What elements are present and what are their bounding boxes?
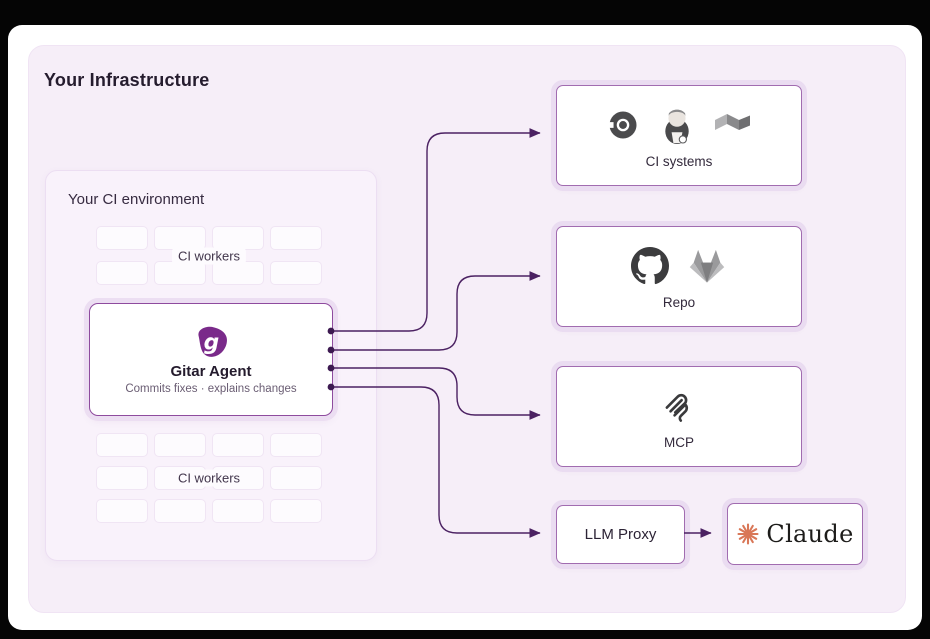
ci-worker-cell xyxy=(270,433,322,457)
svg-text:g: g xyxy=(204,331,220,356)
ci-workers-label: CI workers xyxy=(171,247,247,264)
ci-worker-cell xyxy=(270,499,322,523)
mcp-label: MCP xyxy=(664,434,694,450)
llm-proxy-node: LLM Proxy xyxy=(556,505,685,564)
ci-worker-cell xyxy=(270,466,322,490)
jenkins-icon xyxy=(665,109,689,144)
repo-icon-row xyxy=(631,244,727,288)
ci-worker-cell xyxy=(96,261,148,285)
claude-starburst-icon xyxy=(737,523,759,545)
ci-worker-cell xyxy=(212,433,264,457)
ci-worker-cell xyxy=(270,226,322,250)
ci-worker-cell xyxy=(212,499,264,523)
github-icon xyxy=(631,246,669,284)
mcp-node: MCP xyxy=(556,366,802,467)
ci-workers-label: CI workers xyxy=(171,469,247,487)
ci-worker-cell xyxy=(212,226,264,250)
ci-worker-cell xyxy=(154,433,206,457)
ci-systems-node: CI systems xyxy=(556,85,802,186)
gitar-agent-name: Gitar Agent xyxy=(170,363,252,380)
circleci-icon xyxy=(605,111,637,138)
gitar-agent-description: Commits fixes · explains changes xyxy=(125,383,297,395)
ci-systems-label: CI systems xyxy=(645,153,713,169)
ci-worker-cell xyxy=(270,261,322,285)
ci-worker-cell xyxy=(96,499,148,523)
gitar-logo-icon: g xyxy=(198,326,228,357)
gitar-agent-card: g Gitar Agent Commits fixes · explains c… xyxy=(89,303,333,416)
claude-label: Claude xyxy=(766,520,854,548)
repo-node: Repo xyxy=(556,226,802,327)
ci-worker-cell xyxy=(96,466,148,490)
repo-label: Repo xyxy=(662,294,696,310)
ci-environment-title: Your CI environment xyxy=(68,191,205,208)
llm-proxy-label: LLM Proxy xyxy=(584,526,657,543)
mcp-icon xyxy=(665,393,689,422)
mcp-icon-row xyxy=(660,384,698,428)
ci-worker-cell xyxy=(212,261,264,285)
ci-worker-cell xyxy=(154,261,206,285)
ci-worker-cell xyxy=(96,433,148,457)
claude-node: Claude xyxy=(727,503,863,565)
ci-worker-cell xyxy=(154,226,206,250)
ci-workers-grid-bottom: CI workers xyxy=(96,433,322,523)
ci-workers-grid-top: CI workers xyxy=(96,226,322,285)
page-title: Your Infrastructure xyxy=(44,70,210,90)
ci-worker-cell xyxy=(96,226,148,250)
buildkite-icon xyxy=(715,113,750,130)
gitlab-icon xyxy=(689,249,725,283)
ci-worker-cell xyxy=(154,499,206,523)
ci-systems-icon-row xyxy=(605,103,753,147)
